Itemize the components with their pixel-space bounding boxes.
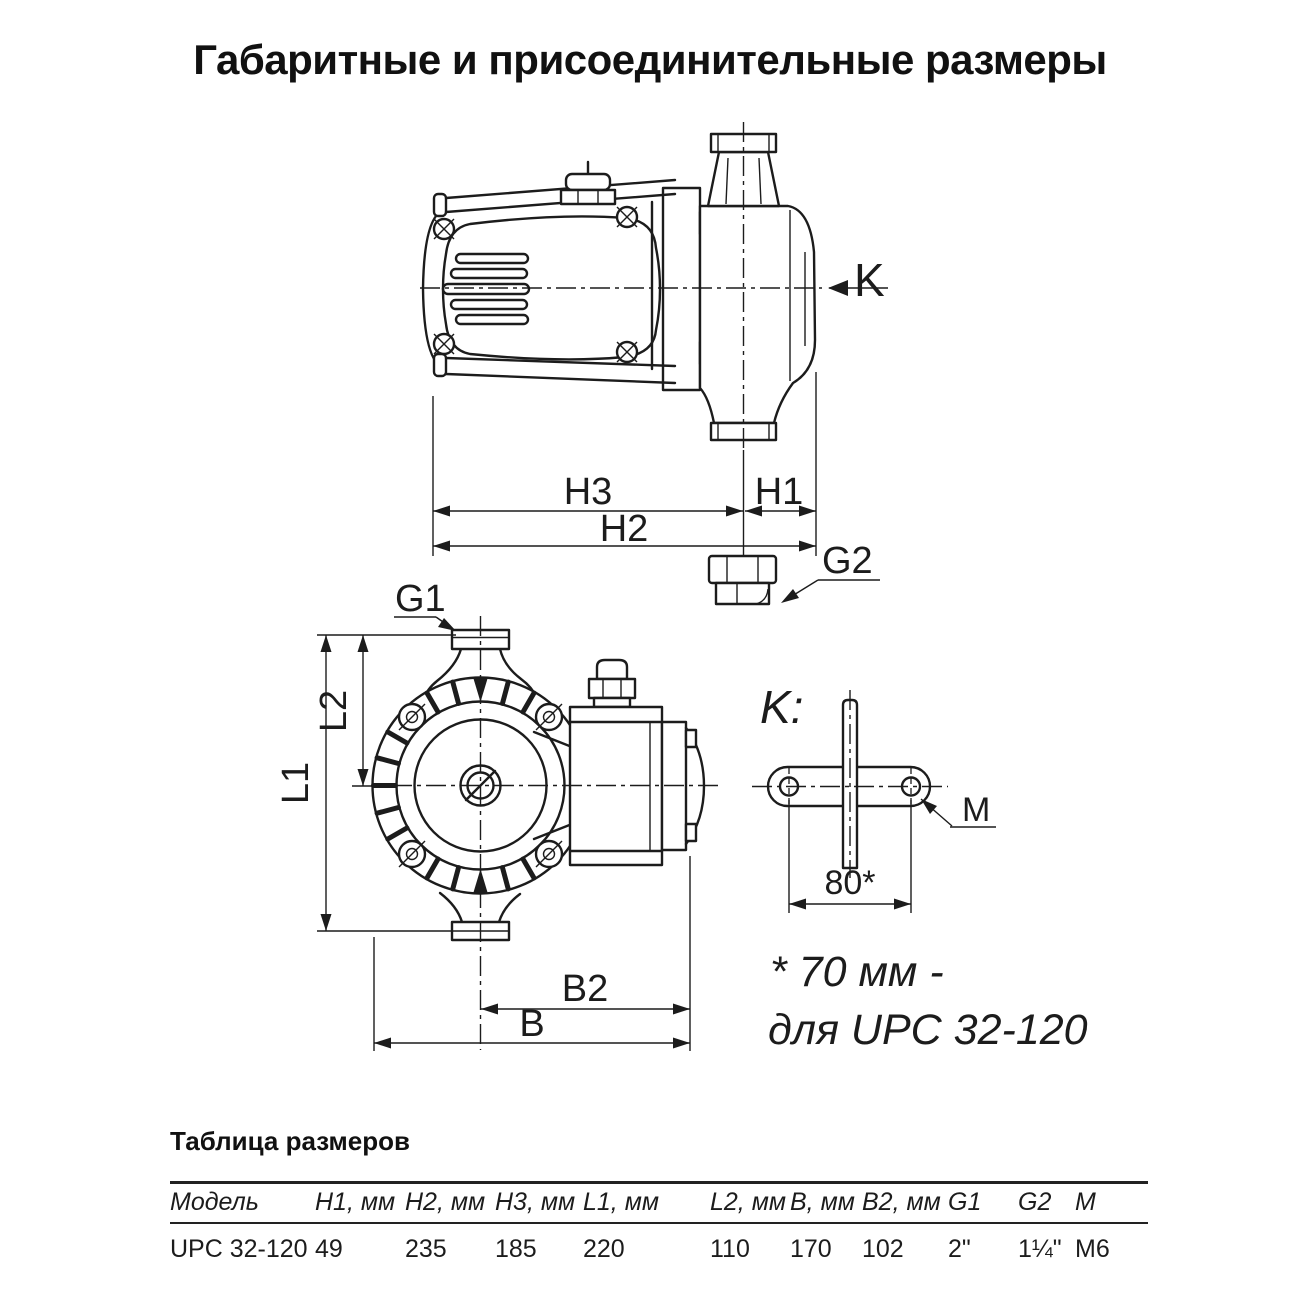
k-view-drawing: K: 80* M bbox=[752, 681, 996, 913]
col-header-b: B, мм bbox=[790, 1188, 855, 1216]
col-header-model: Модель bbox=[170, 1188, 259, 1216]
g1-label: G1 bbox=[395, 578, 446, 620]
col-header-b2: B2, мм bbox=[862, 1188, 941, 1216]
dim-label-b: B bbox=[519, 1003, 544, 1045]
dim-label-hole-spacing: 80* bbox=[824, 864, 875, 902]
vent-slat bbox=[449, 298, 529, 311]
dim-label-b2: B2 bbox=[562, 968, 608, 1010]
flange-screw-icon bbox=[397, 702, 427, 732]
flange-screw-icon bbox=[534, 702, 564, 732]
cell-h3: 185 bbox=[495, 1235, 537, 1263]
g2-union-nut bbox=[707, 554, 778, 606]
table-row: UPC 32-120 49 235 185 220 110 170 102 2"… bbox=[170, 1223, 1148, 1264]
col-header-h3: H3, мм bbox=[495, 1188, 576, 1216]
g2-label: G2 bbox=[822, 540, 873, 582]
screw-icon bbox=[432, 332, 456, 356]
col-header-g2: G2 bbox=[1018, 1188, 1052, 1216]
k-view-title: K: bbox=[760, 681, 803, 733]
cell-h2: 235 bbox=[405, 1235, 447, 1263]
screw-icon bbox=[615, 205, 639, 229]
screw-icon bbox=[615, 340, 639, 364]
footnote-line-1: * 70 мм - bbox=[770, 948, 944, 996]
dim-label-h2: H2 bbox=[600, 508, 649, 550]
cell-b: 170 bbox=[790, 1235, 832, 1263]
cell-h1: 49 bbox=[315, 1235, 343, 1263]
side-view-drawing: K H3 H1 H2 bbox=[420, 122, 888, 606]
dim-label-l1: L1 bbox=[275, 762, 317, 804]
cell-m: M6 bbox=[1075, 1235, 1110, 1263]
front-view-drawing: G1 L1 L2 B2 bbox=[275, 578, 722, 1051]
vent-slat bbox=[441, 282, 531, 296]
cell-g1: 2" bbox=[948, 1235, 971, 1263]
col-header-l1: L1, мм bbox=[583, 1188, 659, 1216]
table-header-row: Модель H1, мм H2, мм H3, мм L1, мм L2, м… bbox=[170, 1182, 1148, 1223]
cell-model: UPC 32-120 bbox=[170, 1235, 308, 1263]
k-view-arrow-icon bbox=[828, 280, 848, 296]
dimensions-table-block: Таблица размеров Модель H1, мм H2, мм H3… bbox=[170, 1126, 1148, 1264]
vent-slat bbox=[449, 267, 529, 280]
g2-leader-arrow-icon bbox=[781, 589, 799, 603]
dim-label-l2: L2 bbox=[313, 690, 355, 732]
screw-icon bbox=[432, 217, 456, 241]
table-title: Таблица размеров bbox=[170, 1126, 410, 1156]
flange-screw-icon bbox=[397, 839, 427, 869]
m-leader-arrow-icon bbox=[921, 799, 937, 814]
footnote: * 70 мм - для UPC 32-120 bbox=[768, 948, 1088, 1054]
cell-l1: 220 bbox=[583, 1235, 625, 1263]
dimensions-table: Модель H1, мм H2, мм H3, мм L1, мм L2, м… bbox=[170, 1181, 1148, 1264]
vent-slat bbox=[454, 313, 530, 326]
k-view-arrow-label: K bbox=[854, 254, 885, 306]
cell-g2: 1¼" bbox=[1018, 1235, 1062, 1263]
cell-l2: 110 bbox=[710, 1235, 750, 1263]
col-header-g1: G1 bbox=[948, 1188, 982, 1216]
col-header-l2: L2, мм bbox=[710, 1188, 786, 1216]
m-thread-label: M bbox=[962, 791, 990, 829]
flange-screw-icon bbox=[534, 839, 564, 869]
col-header-m: M bbox=[1075, 1188, 1096, 1216]
vent-slat bbox=[454, 252, 530, 265]
dim-label-h1: H1 bbox=[755, 471, 804, 513]
cell-b2: 102 bbox=[862, 1235, 904, 1263]
col-header-h2: H2, мм bbox=[405, 1188, 486, 1216]
footnote-line-2: для UPC 32-120 bbox=[768, 1006, 1088, 1054]
g1-leader-arrow-icon bbox=[438, 618, 456, 631]
dim-label-h3: H3 bbox=[564, 471, 613, 513]
page-title: Габаритные и присоединительные размеры bbox=[193, 36, 1107, 83]
col-header-h1: H1, мм bbox=[315, 1188, 396, 1216]
